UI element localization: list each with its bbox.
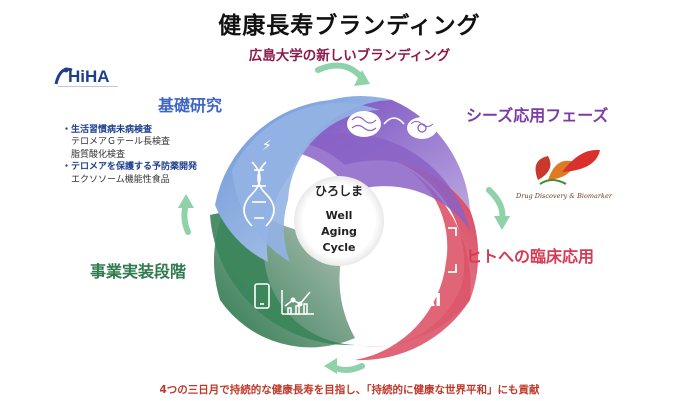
research-list-item: ・テロメアを保護する予防薬開発 <box>62 162 198 173</box>
phase-seeds-application: シーズ応用フェーズ <box>466 106 609 125</box>
chart-icon <box>281 290 314 315</box>
center-line2: Well <box>326 209 353 222</box>
phase-basic-research: 基礎研究 <box>158 96 223 115</box>
cycle-arrow-right <box>486 187 510 230</box>
center-circle <box>294 176 384 266</box>
center-line4: Cycle <box>323 241 356 254</box>
svg-text:AI: AI <box>421 290 442 311</box>
cycle-arrow-bottom <box>324 358 365 374</box>
research-list-item: 脂質酸化検査 <box>62 149 126 160</box>
page-subtitle: 広島大学の新しいブランディング <box>248 48 451 64</box>
hiha-logo-text: HiHA <box>68 67 110 86</box>
research-list-item: テロメアＧテール長検査 <box>62 137 171 148</box>
cycle-arrow-left <box>178 194 194 235</box>
crescent-red <box>355 160 479 361</box>
hiha-logo-icon <box>54 67 73 85</box>
brain-arrow-icon <box>383 117 405 125</box>
footer-statement: 4つの三日月で持続的な健康長寿を目指し、「持続的に健康な世界平和」にも貢献 <box>159 384 540 396</box>
page-title: 健康長寿ブランディング <box>218 13 481 39</box>
drug-discovery-logo-text: Drug Discovery & Biomarker <box>516 192 612 200</box>
human-scan-icon <box>415 227 457 273</box>
brain-gear-icon <box>407 117 437 139</box>
cycle-arrow-top <box>315 62 370 86</box>
center-line1: ひろしま <box>315 184 363 198</box>
drug-discovery-logo-icon <box>535 149 600 185</box>
phase-clinical-application: ヒトへの臨床応用 <box>466 247 595 266</box>
center-line3: Aging <box>321 225 357 238</box>
ai-badge-icon: AI <box>421 290 442 311</box>
dna-icon <box>243 161 275 227</box>
smartphone-icon <box>254 283 270 309</box>
phase-business-implementation: 事業実装段階 <box>90 262 187 281</box>
research-list-item: エクソソーム機能性食品 <box>62 174 170 185</box>
hiha-logo-underline <box>58 86 118 87</box>
brain-icon <box>347 111 381 137</box>
lightning-icon: ⚡ <box>262 138 272 154</box>
research-list: ・生活習慣病未病検査 テロメアＧテール長検査 脂質酸化検査 ・テロメアを保護する… <box>62 124 197 186</box>
research-list-item: ・生活習慣病未病検査 <box>62 125 153 135</box>
